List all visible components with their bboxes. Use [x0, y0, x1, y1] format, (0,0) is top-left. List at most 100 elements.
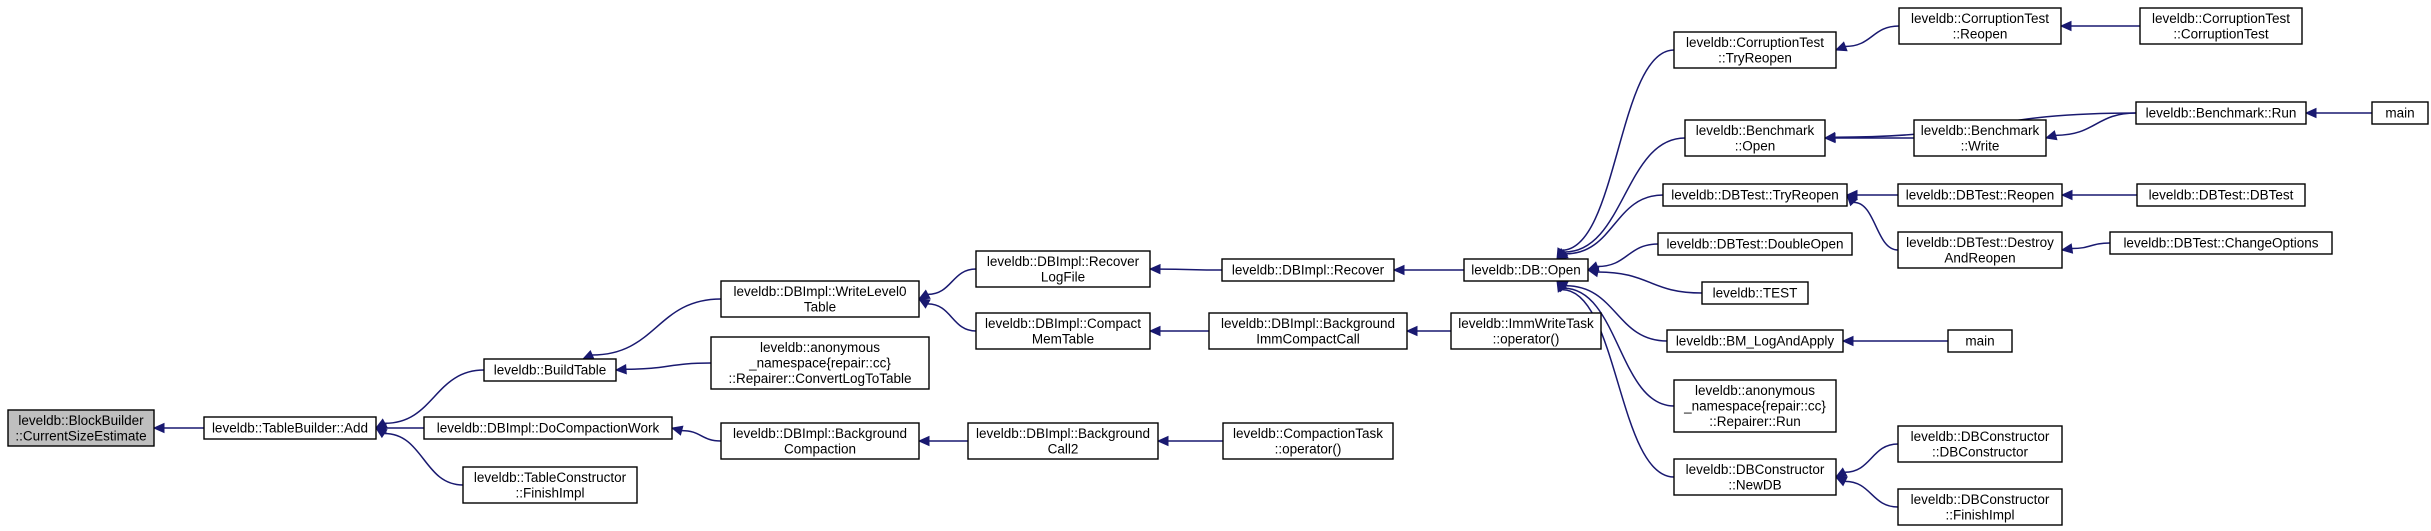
edge-recover-to-recoverlog	[1148, 263, 1223, 275]
node-box	[1657, 232, 1853, 256]
edge-main-run-to-bench-run	[2304, 107, 2372, 119]
arrowhead	[917, 435, 930, 447]
node-label: leveldb::BlockBuilder	[18, 413, 144, 428]
arrowhead	[374, 427, 388, 439]
node-box	[1897, 231, 2063, 269]
node-dbt-changeopts[interactable]: leveldb::DBTest::ChangeOptions	[2109, 231, 2333, 255]
node-label: leveldb::DBTest::DBTest	[2149, 188, 2294, 203]
node-bench-open[interactable]: leveldb::Benchmark::Open	[1684, 119, 1826, 157]
edge-convertlog-to-buildtable	[614, 362, 712, 375]
node-label: LogFile	[1041, 269, 1085, 284]
node-box	[2371, 101, 2429, 125]
edge-compactmem-to-writelevel0	[917, 298, 977, 332]
node-bench-write[interactable]: leveldb::Benchmark::Write	[1913, 119, 2047, 157]
node-bench-run[interactable]: leveldb::Benchmark::Run	[2135, 101, 2307, 125]
node-label: ::operator()	[1493, 331, 1560, 346]
node-label: leveldb::TEST	[1713, 286, 1798, 301]
node-label: _namespace{repair::cc}	[1683, 399, 1826, 414]
edge-line	[927, 268, 977, 296]
node-box	[720, 422, 920, 460]
node-repairer-run[interactable]: leveldb::anonymous_namespace{repair::cc}…	[1673, 379, 1837, 433]
node-corr-reopen[interactable]: leveldb::CorruptionTest::Reopen	[1898, 7, 2062, 45]
node-label: leveldb::DBConstructor	[1686, 462, 1825, 477]
arrowhead	[1586, 266, 1600, 278]
node-label: ImmCompactCall	[1256, 331, 1360, 346]
arrowhead	[2060, 189, 2073, 201]
node-box	[1947, 329, 2013, 353]
node-label: Table	[804, 299, 836, 314]
node-box	[1208, 312, 1408, 350]
node-label: ::CurrentSizeEstimate	[15, 428, 146, 443]
edge-dbt-tryreopen-to-dbopen	[1555, 194, 1664, 260]
edge-immwrite-to-bgimm	[1405, 325, 1451, 337]
node-label: leveldb::DBTest::TryReopen	[1671, 188, 1839, 203]
node-dbopen[interactable]: leveldb::DB::Open	[1463, 258, 1589, 282]
node-label: leveldb::anonymous	[760, 340, 880, 355]
node-bm-logapply[interactable]: leveldb::BM_LogAndApply	[1666, 329, 1844, 353]
edge-line	[625, 362, 712, 371]
node-box	[1463, 258, 1589, 282]
edge-line	[1597, 271, 1703, 294]
node-dbt-reopen[interactable]: leveldb::DBTest::Reopen	[1897, 183, 2063, 207]
arrowhead	[670, 425, 684, 436]
node-main-bm[interactable]: main	[1947, 329, 2013, 353]
node-docompaction[interactable]: leveldb::DBImpl::DoCompactionWork	[423, 416, 673, 440]
node-tb-add[interactable]: leveldb::TableBuilder::Add	[203, 416, 377, 440]
edge-line	[1565, 194, 1664, 255]
node-label: leveldb::TableBuilder::Add	[212, 421, 368, 436]
node-corr-tryreopen[interactable]: leveldb::CorruptionTest::TryReopen	[1673, 31, 1837, 69]
node-dbc-newdb[interactable]: leveldb::DBConstructor::NewDB	[1673, 458, 1837, 496]
node-tc-finish[interactable]: leveldb::TableConstructor::FinishImpl	[462, 466, 638, 504]
node-label: leveldb::Benchmark::Run	[2146, 106, 2297, 121]
arrowhead	[1392, 264, 1405, 276]
node-label: leveldb::CorruptionTest	[1911, 11, 2049, 26]
node-box	[1673, 379, 1837, 433]
node-box	[1913, 119, 2047, 157]
node-buildtable[interactable]: leveldb::BuildTable	[483, 358, 617, 382]
edge-line	[927, 303, 977, 332]
node-corr-ctor[interactable]: leveldb::CorruptionTest::CorruptionTest	[2139, 7, 2303, 45]
node-dbc-ctor[interactable]: leveldb::DBConstructor::DBConstructor	[1897, 425, 2063, 463]
node-label: Call2	[1048, 441, 1079, 456]
node-label: leveldb::BuildTable	[494, 363, 607, 378]
node-box	[203, 416, 377, 440]
node-comptask[interactable]: leveldb::CompactionTask::operator()	[1222, 422, 1394, 460]
edge-recoverlog-to-writelevel0	[917, 268, 977, 300]
node-label: leveldb::DBImpl::DoCompactionWork	[437, 421, 660, 436]
node-ldb-test[interactable]: leveldb::TEST	[1701, 281, 1809, 305]
edge-corr-reopen-to-corr-tryreopen	[1834, 25, 1900, 52]
edge-line	[1844, 443, 1899, 474]
node-box	[2135, 101, 2307, 125]
node-layer: leveldb::BlockBuilder::CurrentSizeEstima…	[7, 7, 2429, 526]
node-dbt-tryreopen[interactable]: leveldb::DBTest::TryReopen	[1662, 183, 1848, 207]
node-label: MemTable	[1032, 331, 1094, 346]
node-box	[462, 466, 638, 504]
node-label: ::CorruptionTest	[2173, 26, 2269, 41]
node-box	[975, 250, 1151, 288]
node-label: ::FinishImpl	[515, 485, 584, 500]
node-dbt-ctor[interactable]: leveldb::DBTest::DBTest	[2136, 183, 2306, 207]
node-recover[interactable]: leveldb::DBImpl::Recover	[1221, 258, 1395, 282]
node-main-run[interactable]: main	[2371, 101, 2429, 125]
edge-line	[1844, 480, 1899, 508]
arrowhead	[917, 289, 931, 300]
arrowhead	[2044, 130, 2058, 141]
node-dbc-finish[interactable]: leveldb::DBConstructor::FinishImpl	[1897, 488, 2063, 526]
edge-tb-add-to-root	[152, 422, 204, 434]
node-convertlog[interactable]: leveldb::anonymous_namespace{repair::cc}…	[710, 336, 930, 390]
node-immwrite[interactable]: leveldb::ImmWriteTask::operator()	[1450, 312, 1602, 350]
node-label: leveldb::DBImpl::Recover	[987, 254, 1140, 269]
node-label: leveldb::CorruptionTest	[1686, 35, 1824, 50]
node-dbt-doubleopen[interactable]: leveldb::DBTest::DoubleOpen	[1657, 232, 1853, 256]
node-box	[1684, 119, 1826, 157]
node-bgimm[interactable]: leveldb::DBImpl::BackgroundImmCompactCal…	[1208, 312, 1408, 350]
node-label: AndReopen	[1944, 250, 2015, 265]
node-root[interactable]: leveldb::BlockBuilder::CurrentSizeEstima…	[7, 409, 155, 447]
edge-dbopen-to-recover	[1392, 264, 1464, 276]
